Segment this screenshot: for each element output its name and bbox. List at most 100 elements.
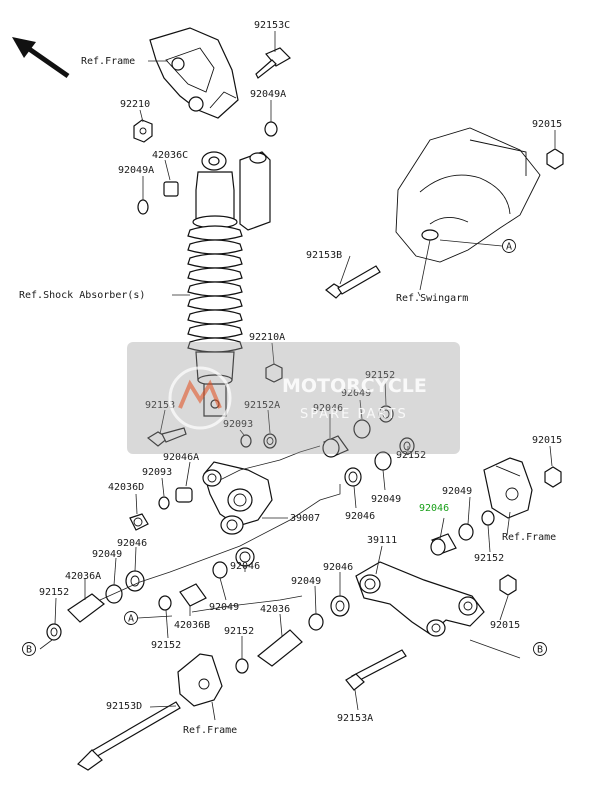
ref-frame-bottom-label: Ref.Frame [183, 725, 237, 736]
label-92153A: 92153A [337, 713, 373, 724]
label-92015-mid: 92015 [532, 435, 562, 446]
label-92153D: 92153D [106, 701, 142, 712]
washer-92049A-top [264, 121, 278, 137]
shock-absorber [187, 151, 271, 417]
label-92049-a: 92049 [341, 388, 371, 399]
label-92210A: 92210A [249, 332, 285, 343]
label-92015-bot: 92015 [490, 620, 520, 631]
swingarm-reference [395, 127, 541, 263]
front-direction-arrow [12, 37, 70, 79]
collar-42036B [179, 583, 207, 607]
washer-92049-b [374, 451, 392, 471]
washer-92049-f [308, 613, 324, 631]
frame-bracket-top [149, 27, 239, 119]
label-92049A-left: 92049A [118, 165, 154, 176]
label-92152-e: 92152 [151, 640, 181, 651]
label-42036C: 42036C [152, 150, 188, 161]
part-labels: Ref.Frame 92153C 92210 92049A 42036C 920… [19, 20, 562, 736]
ref-circle-B-right: B [533, 642, 547, 656]
bolt-92153C [255, 47, 291, 79]
washer-92152-f [235, 658, 249, 674]
bearing-92046-highlight [430, 533, 457, 556]
svg-text:A: A [506, 242, 512, 253]
label-39111: 39111 [367, 535, 397, 546]
label-92153: 92153 [145, 400, 175, 411]
label-92015-top: 92015 [532, 119, 562, 130]
ref-shock-absorber-label: Ref.Shock Absorber(s) [19, 290, 145, 301]
bushing-92152-a [378, 405, 394, 423]
collar-42036D [129, 513, 149, 531]
label-92049A-top: 92049A [250, 89, 286, 100]
nut-92015-mid [544, 466, 562, 488]
frame-bracket-bottom [177, 653, 223, 707]
collar-42036C [163, 181, 179, 197]
bearing-92046-a [322, 435, 349, 458]
label-92049-d: 92049 [92, 549, 122, 560]
svg-text:SPARE PARTS: SPARE PARTS [300, 407, 408, 422]
ref-circle-B-left: B [22, 642, 36, 656]
ref-circle-A-bottom: A [124, 611, 138, 625]
frame-bracket-right [483, 457, 533, 519]
label-92046-d: 92046 [230, 561, 260, 572]
ref-swingarm-label: Ref.Swingarm [396, 293, 468, 304]
label-92049-e: 92049 [291, 576, 321, 587]
label-92152-d: 92152 [39, 587, 69, 598]
washer-92152-e [46, 623, 62, 641]
collar-42036 [257, 629, 303, 667]
watermark-logo [168, 366, 232, 430]
label-92046A: 92046A [163, 452, 199, 463]
nut-92015-bot [499, 574, 517, 596]
label-92152-a: 92152 [365, 370, 395, 381]
label-92049-c: 92049 [442, 486, 472, 497]
washer-92152-d [158, 595, 172, 611]
svg-text:B: B [26, 645, 32, 656]
label-92153B: 92153B [306, 250, 342, 261]
bearing-92046-b [344, 467, 362, 487]
ref-frame-right-label: Ref.Frame [502, 532, 556, 543]
label-92153C: 92153C [254, 20, 290, 31]
label-92046-e: 92046 [323, 562, 353, 573]
bearing-92046A [175, 487, 193, 503]
collar-42036A [67, 593, 105, 623]
nut-92015-top [546, 148, 564, 170]
washer-92049A-left [137, 199, 149, 215]
bearing-92046-d [125, 570, 145, 592]
label-92046-c: 92046 [117, 538, 147, 549]
nut-92210 [133, 119, 153, 143]
label-92093-b: 92093 [142, 467, 172, 478]
label-92152-b: 92152 [396, 450, 426, 461]
label-92046-a: 92046 [313, 403, 343, 414]
label-92152A: 92152A [244, 400, 280, 411]
washer-92093-b [158, 496, 170, 510]
svg-text:B: B [537, 645, 543, 656]
label-92210: 92210 [120, 99, 150, 110]
label-92152-f: 92152 [224, 626, 254, 637]
bushing-92152-b [399, 437, 415, 455]
tie-rod-39007 [202, 461, 273, 535]
svg-text:A: A [128, 614, 134, 625]
bolt-92153B [325, 265, 381, 299]
label-92049-b: 92049 [371, 494, 401, 505]
bolt-92153 [146, 427, 187, 447]
label-42036B: 42036B [174, 620, 210, 631]
ref-circle-A-top: A [502, 239, 516, 253]
label-92093-a: 92093 [223, 419, 253, 430]
label-39007: 39007 [290, 513, 320, 524]
label-42036: 42036 [260, 604, 290, 615]
label-42036D: 42036D [108, 482, 144, 493]
label-92046-highlighted: 92046 [419, 503, 449, 514]
label-92046-b: 92046 [345, 511, 375, 522]
bolt-92153D [77, 701, 181, 771]
label-92049-f: 92049 [209, 602, 239, 613]
bearing-92046-e [330, 595, 350, 617]
ref-frame-top-label: Ref.Frame [81, 56, 135, 67]
washer-92049-e [458, 523, 474, 541]
bolt-92153A [345, 649, 407, 691]
rocker-arm-39111 [355, 561, 485, 637]
bushing-92152A [263, 433, 277, 449]
watermark: MOTORCYCLE SPARE PARTS [127, 342, 460, 454]
bearing-92046-c [235, 547, 255, 567]
washer-92049-c [212, 561, 228, 579]
washer-92093-a [240, 434, 252, 448]
